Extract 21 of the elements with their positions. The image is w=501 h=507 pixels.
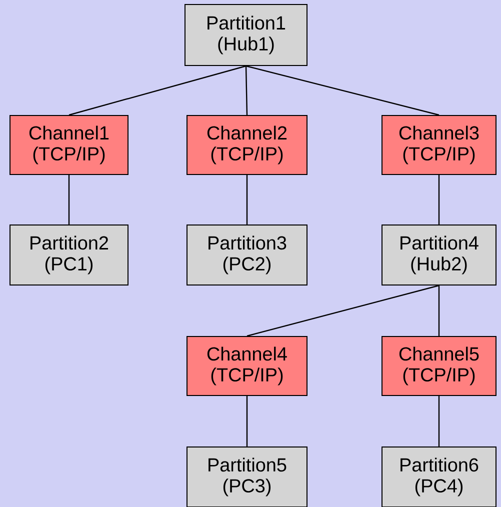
partition-box: Partition4 (Hub2): [382, 224, 496, 286]
connector-line: [245, 66, 248, 116]
channel-box: Channel5 (TCP/IP): [382, 336, 496, 396]
partition-box: Partition1 (Hub1): [184, 4, 308, 66]
connector-line: [68, 65, 246, 116]
channel-box: Channel3 (TCP/IP): [382, 115, 496, 175]
partition-box: Partition5 (PC3): [186, 446, 308, 507]
connector-line: [246, 175, 248, 224]
channel-box: Channel4 (TCP/IP): [186, 336, 308, 396]
channel-box: Channel2 (TCP/IP): [186, 115, 308, 175]
connector-line: [68, 175, 70, 224]
connector-line: [438, 396, 440, 446]
channel-box: Channel1 (TCP/IP): [10, 115, 128, 175]
connector-line: [246, 65, 440, 116]
connector-line: [438, 175, 440, 224]
partition-box: Partition2 (PC1): [10, 224, 128, 286]
connector-line: [246, 284, 440, 337]
connector-line: [246, 396, 248, 446]
partition-box: Partition6 (PC4): [382, 446, 496, 507]
connector-line: [438, 286, 440, 336]
partition-box: Partition3 (PC2): [186, 224, 308, 286]
